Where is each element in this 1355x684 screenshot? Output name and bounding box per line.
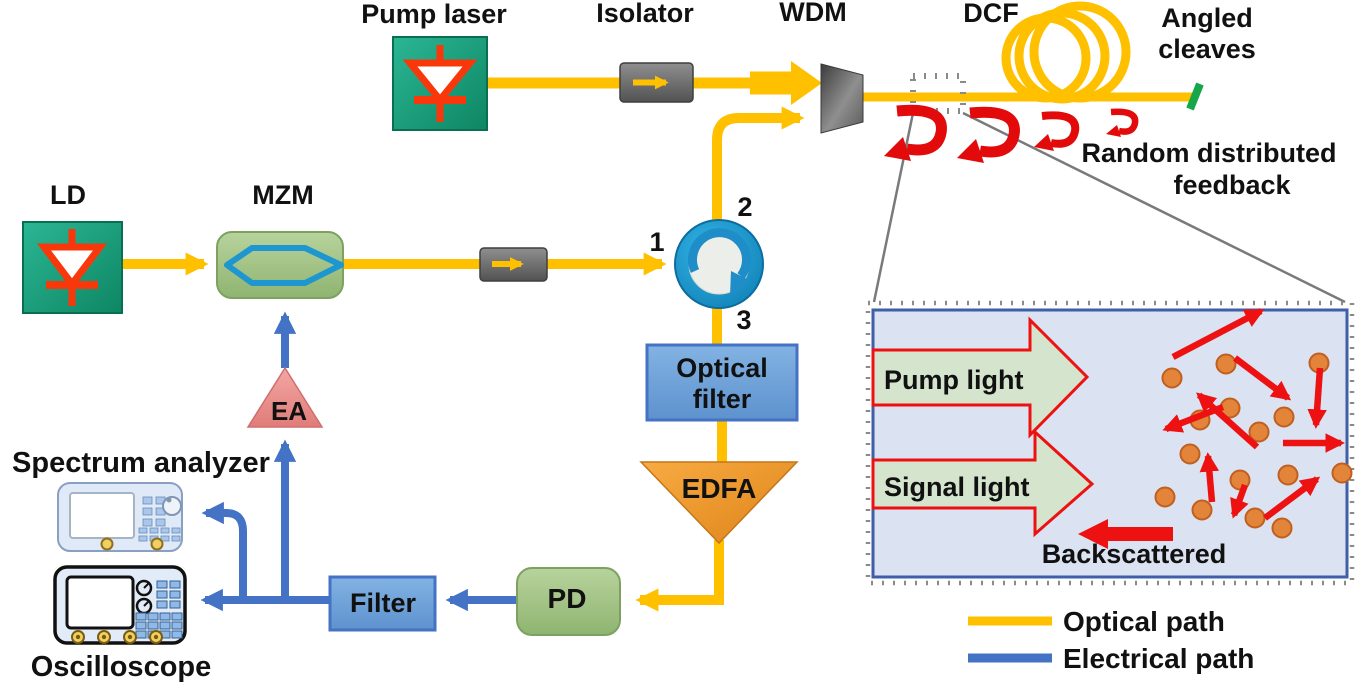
knob-icon (162, 496, 182, 516)
legend (968, 616, 1052, 663)
wdm-label: WDM (779, 0, 846, 27)
random-feedback-label-line2: feedback (1173, 170, 1291, 200)
scatter-dot (1154, 486, 1176, 508)
electrical-wires (200, 311, 517, 612)
scatter-arrow (1307, 367, 1327, 429)
scatter-arrow (1263, 476, 1321, 521)
oscilloscope-icon (53, 565, 187, 645)
scatter-dot (1331, 462, 1353, 484)
curl-arrowhead (1034, 134, 1054, 151)
scatter-arrows (1162, 308, 1345, 521)
scatter-dot (1191, 499, 1213, 521)
fiber-circulator-to-wdm (712, 106, 805, 222)
oscilloscope-label: Oscilloscope (31, 651, 212, 683)
dcf-label: DCF (963, 0, 1019, 28)
curl-arrow (896, 104, 947, 156)
inset-connector-line-left (872, 112, 915, 303)
scatter-dot (1277, 464, 1299, 486)
connector-port (150, 537, 164, 551)
spectrum-analyzer-icon (57, 482, 183, 552)
optical-filter-label-line2: filter (693, 384, 752, 414)
curl-arrow (969, 106, 1020, 158)
edfa-label: EDFA (682, 473, 757, 504)
feedback-curl-arrows (884, 104, 1139, 163)
isolator-label: Isolator (596, 0, 694, 28)
pump-laser-box (392, 36, 488, 131)
connector-port (100, 537, 114, 551)
optical-filter-label-line1: Optical (676, 353, 768, 383)
mzm-label: MZM (252, 180, 313, 210)
angled-cleaves-label-line1: Angled (1161, 3, 1253, 33)
backscattered-label: Backscattered (1042, 539, 1227, 569)
scatter-arrow (1233, 355, 1292, 401)
spectrum-analyzer-label: Spectrum analyzer (12, 447, 270, 479)
backscattered-arrow (1078, 519, 1173, 549)
signal-light-arrow (871, 428, 1095, 538)
curl-arrow (1041, 111, 1080, 148)
ea-label: EA (271, 396, 307, 426)
curl-arrowhead (1106, 125, 1121, 137)
laser-diode-icon (36, 229, 108, 306)
filter-label: Filter (350, 588, 417, 618)
ld-box (22, 221, 123, 314)
scatter-arrow (1171, 308, 1265, 360)
optical-fiber-paths (122, 61, 1196, 612)
pump-light-label: Pump light (884, 365, 1023, 395)
laser-diode-icon (402, 45, 478, 122)
circulator-port3-label: 3 (736, 305, 751, 335)
random-feedback-label-line1: Random distributed (1082, 138, 1337, 168)
dcf-coil-icon (1001, 1, 1131, 104)
legend-optical-label: Optical path (1063, 606, 1225, 637)
isolator-icon-bottom (479, 247, 548, 282)
mzm-icon (216, 231, 344, 299)
pd-box (516, 567, 621, 636)
signal-light-label: Signal light (884, 472, 1030, 502)
angled-cleaves-label-line2: cleaves (1158, 34, 1256, 64)
inset-box (865, 300, 1355, 586)
fiber-edfa-to-pd (635, 540, 724, 612)
fiber-pump-arrowhead (791, 61, 822, 105)
inset-connector-line-right (962, 111, 1346, 304)
scatter-dot (1179, 443, 1201, 465)
pd-label: PD (548, 583, 587, 614)
optical-filter-box (645, 343, 799, 422)
scatter-dot (1215, 353, 1237, 375)
ea-icon (246, 366, 324, 428)
curl-arrow (1110, 108, 1139, 135)
scatter-arrow (1162, 403, 1225, 433)
coil-loop (1029, 1, 1131, 103)
ld-label: LD (50, 180, 86, 210)
circulator-port2-label: 2 (737, 192, 752, 222)
scatter-arrow (1196, 392, 1260, 450)
curl-arrowhead (884, 137, 911, 161)
instrument-screen (69, 492, 135, 539)
inset-dashed-border (865, 300, 1355, 586)
wdm-icon (820, 63, 864, 134)
filter-box (328, 575, 437, 632)
pump-light-arrow (871, 316, 1090, 439)
scatter-arrow (1230, 483, 1249, 519)
isolator-icon-top (619, 62, 694, 103)
scatter-dot (1244, 507, 1266, 529)
scatter-dot (1161, 367, 1183, 389)
scatter-dots (1154, 352, 1353, 539)
circulator-icon (674, 219, 764, 309)
legend-electrical-label: Electrical path (1063, 643, 1254, 674)
scatter-dot (1273, 406, 1295, 428)
pump-laser-label: Pump laser (361, 0, 507, 29)
edfa-icon (639, 461, 799, 545)
scatter-arrow (1199, 452, 1220, 503)
curl-arrowhead (957, 139, 984, 163)
wire-branch-to-spectrum-analyzer (201, 501, 247, 600)
angled-cleave-icon (1186, 82, 1204, 111)
instrument-screen (65, 575, 135, 630)
scatter-dot (1248, 421, 1270, 443)
scatter-dot (1271, 517, 1293, 539)
circulator-port1-label: 1 (649, 227, 664, 257)
mach-zehnder-outline (224, 245, 344, 286)
